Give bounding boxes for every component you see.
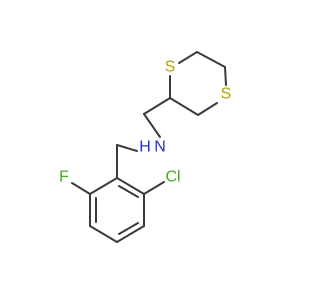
fluorine-atom: F: [59, 169, 69, 186]
chlorine-atom: Cl: [165, 169, 180, 186]
bond-c6-c5: [196, 51, 226, 68]
double-bond-c1-c2: [118, 185, 139, 198]
bond-aryl-f: [71, 182, 91, 195]
benzene-ring: [89, 177, 145, 243]
bond-aryl-cl: [143, 181, 165, 195]
bond-c4-c5: [89, 225, 118, 243]
double-bond-c3-c4: [118, 222, 139, 235]
sulfur-atom-top: S: [165, 59, 176, 76]
bond-s1-c6: [178, 51, 198, 64]
sulfur-atom-right: S: [221, 86, 232, 103]
bond-c3-c2: [169, 97, 199, 116]
bond-c2-ch2: [143, 97, 171, 115]
dithiane-ring: [169, 51, 227, 116]
molecule-structure: S S N H F Cl: [59, 51, 232, 243]
bond-ch2-n: [143, 113, 161, 138]
bond-c3-c4: [116, 225, 145, 243]
bond-n-ch2: [116, 144, 138, 152]
nitrogen-atom: N: [154, 139, 166, 156]
amine-hydrogen: H: [139, 139, 151, 156]
bond-s4-c3: [197, 102, 218, 116]
bond-c6-c1: [89, 177, 118, 195]
bond-c5-s4: [224, 66, 227, 86]
bond-c1-c2: [116, 177, 145, 195]
